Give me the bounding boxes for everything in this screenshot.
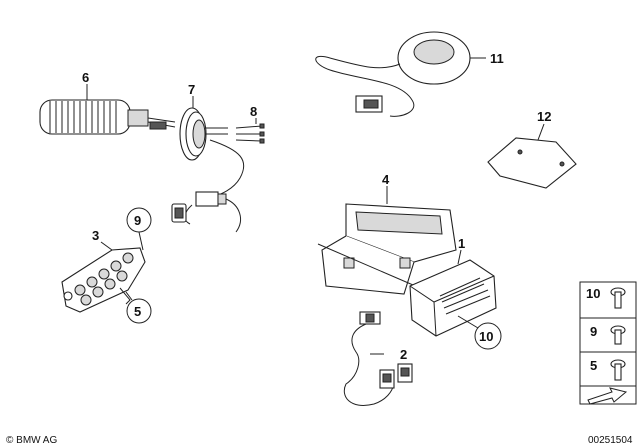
part-2-wiring-harness[interactable] bbox=[343, 311, 413, 406]
screw-5-icon bbox=[610, 359, 626, 381]
callout-10: 10 bbox=[479, 329, 493, 344]
part-3-switch-unit[interactable] bbox=[61, 247, 146, 313]
callout-8: 8 bbox=[250, 104, 257, 119]
callout-3: 3 bbox=[92, 228, 99, 243]
legend-label-10: 10 bbox=[586, 286, 600, 301]
legend-label-9: 9 bbox=[590, 324, 597, 339]
callout-12: 12 bbox=[537, 109, 551, 124]
callout-2: 2 bbox=[400, 347, 407, 362]
callout-5: 5 bbox=[134, 304, 141, 319]
arrow-icon bbox=[587, 387, 628, 405]
part-1-control-unit[interactable] bbox=[409, 259, 497, 337]
diagram-number: 00251504 bbox=[588, 435, 633, 446]
callout-6: 6 bbox=[82, 70, 89, 85]
leader-12 bbox=[537, 123, 545, 141]
callout-11: 11 bbox=[490, 51, 504, 66]
callout-10-circle: 10 bbox=[457, 315, 502, 350]
callout-9-circle: 9 bbox=[126, 207, 152, 251]
screw-9-icon bbox=[610, 325, 626, 345]
callout-5-circle: 5 bbox=[125, 291, 152, 324]
part-4-bracket[interactable] bbox=[317, 203, 457, 295]
part-6-heated-grip[interactable] bbox=[39, 99, 176, 135]
screw-legend: 10 9 5 bbox=[579, 281, 637, 405]
callout-7: 7 bbox=[188, 82, 195, 97]
part-7-switch-ring[interactable] bbox=[171, 107, 245, 233]
screw-10-icon bbox=[610, 287, 626, 309]
callout-1: 1 bbox=[458, 236, 465, 251]
leader-3 bbox=[100, 241, 113, 251]
part-11-antenna[interactable] bbox=[315, 31, 471, 117]
copyright-text: © BMW AG bbox=[6, 435, 57, 446]
part-8-screws[interactable] bbox=[235, 123, 265, 144]
leader-1 bbox=[457, 249, 462, 265]
callout-9: 9 bbox=[134, 213, 141, 228]
legend-label-5: 5 bbox=[590, 358, 597, 373]
callout-4: 4 bbox=[382, 172, 390, 187]
part-12-cover-plate[interactable] bbox=[487, 137, 577, 189]
